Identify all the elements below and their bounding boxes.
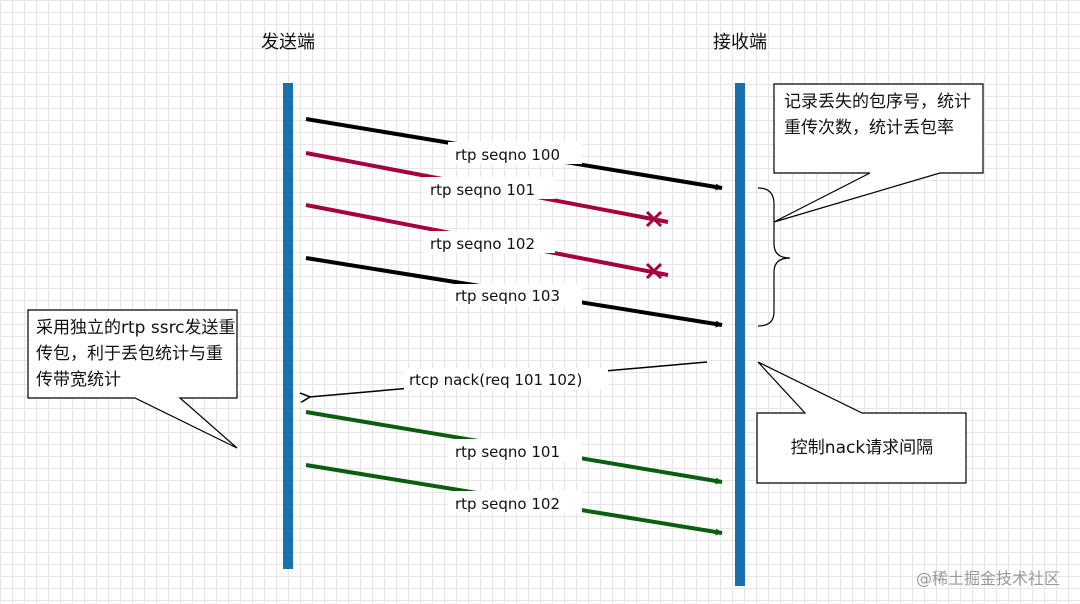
message-rtcp-nack: rtcp nack(req 101 102): [309, 361, 708, 397]
message-label: rtp seqno 102: [430, 235, 535, 253]
receiver-title: 接收端: [713, 32, 767, 53]
message-retransmit-101: rtp seqno 101: [305, 410, 723, 485]
message-retransmit-102: rtp seqno 102: [305, 463, 723, 536]
message-label: rtp seqno 101: [430, 181, 535, 199]
message-rtp-103: rtp seqno 103: [305, 256, 723, 328]
receiver-note-callout: [773, 83, 984, 223]
message-label: rtp seqno 101: [455, 443, 560, 461]
message-rtp-100: rtp seqno 100: [305, 117, 723, 191]
lost-packets-brace: [757, 187, 791, 327]
sender-title: 发送端: [261, 32, 315, 53]
interval-note-callout: [756, 361, 967, 484]
message-label: rtp seqno 100: [455, 146, 560, 164]
message-rtp-102-lost: rtp seqno 102: [305, 203, 669, 280]
sender-lifeline: [283, 83, 293, 569]
interval-note-text: 控制nack请求间隔: [790, 438, 934, 458]
receiver-lifeline: [735, 83, 745, 586]
message-label: rtcp nack(req 101 102): [409, 371, 582, 389]
sender-note-callout: [27, 309, 238, 449]
receiver-note-text: 记录丢失的包序号，统计重传次数，统计丢包率: [784, 92, 971, 138]
message-rtp-101-lost: rtp seqno 101: [305, 151, 669, 228]
lost-mark-icon: [645, 210, 663, 228]
watermark: @稀土掘金技术社区: [916, 569, 1060, 588]
sender-note-text: 采用独立的rtp ssrc发送重传包，利于丢包统计与重传带宽统计: [36, 318, 236, 390]
message-label: rtp seqno 103: [455, 287, 560, 305]
lost-mark-icon: [645, 262, 663, 280]
message-label: rtp seqno 102: [455, 495, 560, 513]
